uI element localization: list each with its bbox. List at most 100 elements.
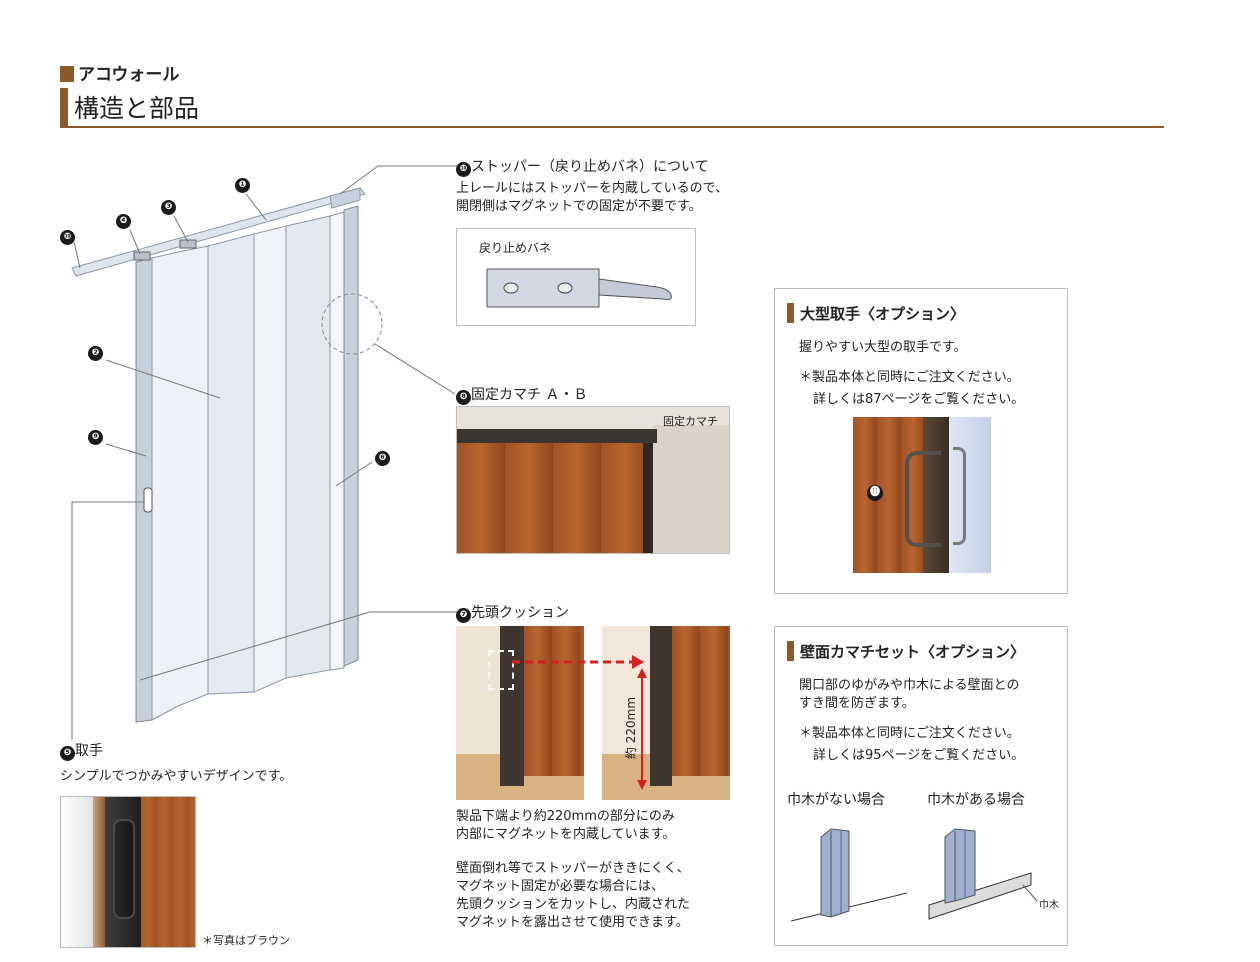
callout-1: ❶: [235, 178, 250, 193]
leader-1: [245, 193, 267, 221]
door-panel: [207, 233, 255, 695]
cushion-desc2: 内部にマグネットを内蔵しています。: [456, 827, 676, 842]
stopper-line2: 開閉側はマグネットでの固定が不要です。: [456, 199, 702, 214]
door-handle: [143, 487, 153, 513]
handle-description: シンプルでつかみやすいデザインです。: [60, 769, 293, 784]
handle-photo-wall: [61, 797, 93, 947]
handle-photo: [60, 796, 196, 948]
wall-stile-desc2: すき間を防ぎます。: [799, 696, 915, 711]
door-panel: [151, 245, 209, 721]
cushion-photo-right: [602, 626, 730, 800]
option-marker: [787, 641, 794, 661]
door-panel: [285, 215, 331, 679]
leader-7: [139, 611, 371, 681]
callout-10: ❿: [60, 230, 75, 245]
callout-6: ❻: [375, 451, 390, 466]
large-handle-frame: [923, 417, 949, 573]
cushion-desc1: 製品下端より約220mmの部分にのみ: [456, 809, 675, 824]
magnet-arrowhead: [632, 655, 644, 669]
option-marker: [787, 303, 794, 323]
cushion-note2: マグネット固定が必要な場合には、: [456, 879, 665, 894]
stopper-line1: 上レールにはストッパーを内蔵しているので、: [456, 181, 729, 196]
door-panel: [253, 225, 287, 693]
baseboard: [928, 872, 1032, 920]
cushion-dashed-box: [488, 650, 514, 690]
leader-6: [335, 461, 373, 487]
handle-photo-note: ＊写真はブラウン: [202, 934, 290, 947]
case-without-label: 巾木がない場合: [787, 792, 885, 808]
stopper-diagram: 戻り止めバネ: [456, 228, 696, 326]
large-handle-title: 大型取手〈オプション〉: [787, 303, 965, 324]
wall-stile-piece: [944, 828, 976, 904]
dimension-arrow-bottom: [637, 780, 647, 790]
large-handle-grip-rear: [953, 447, 966, 545]
callout-2: ❷: [88, 346, 103, 361]
title-marker: [60, 88, 68, 126]
wall-stile-piece: [820, 828, 850, 918]
large-handle-grip: [905, 451, 941, 547]
callout-4: ❹: [116, 214, 131, 229]
door-illustration: [71, 165, 460, 740]
hanger: [133, 251, 151, 261]
callout-11: ⓫: [867, 485, 883, 501]
large-handle-wall: [949, 417, 991, 573]
wall-stile-diagrams: [790, 828, 1038, 922]
leader-9: [105, 443, 147, 457]
callout-8: ❽: [456, 390, 471, 405]
fixed-stile-photo: 固定カマチ: [456, 406, 730, 554]
fixed-stile-wood: [457, 443, 653, 553]
cushion-wood-right: [672, 626, 730, 776]
stopper-diagram-label: 戻り止めバネ: [479, 241, 552, 255]
callout-3: ❸: [161, 200, 176, 215]
callout-5: ❺: [60, 746, 75, 761]
cushion-note1: 壁面倒れ等でストッパーがききにくく、: [456, 861, 690, 876]
cushion-frame-right: [650, 626, 672, 786]
door-panel: [329, 211, 345, 671]
callout-10-title: ❿: [456, 162, 471, 177]
wall-stile-note1: ＊製品本体と同時にご注文ください。: [799, 726, 1020, 741]
fixed-stile-rail: [457, 429, 657, 443]
leader-10b: [73, 241, 81, 269]
leader-2: [105, 359, 221, 399]
baseboard-leader: [1022, 884, 1038, 902]
cushion-note3: 先頭クッションをカットし、内蔵された: [456, 897, 691, 912]
leader-10: [339, 165, 460, 195]
cushion-photo-left: [456, 626, 584, 800]
dimension-arrow-top: [637, 668, 647, 678]
fixed-stile-wall: [653, 425, 729, 553]
large-handle-desc: 握りやすい大型の取手です。: [799, 340, 967, 355]
handle-photo-grip: [113, 819, 135, 919]
series-marker: [60, 66, 74, 82]
page-title: 構造と部品: [60, 88, 199, 126]
case-with-label: 巾木がある場合: [927, 792, 1025, 808]
hanger: [179, 239, 197, 249]
detail-circle: [321, 293, 383, 355]
handle-photo-stile: [93, 797, 105, 947]
leader-8: [374, 343, 456, 395]
fixed-stile-frame: [643, 443, 653, 553]
wall-stile-note2: 詳しくは95ページをご覧ください。: [813, 748, 1025, 763]
series-title: アコウォール: [60, 60, 179, 85]
large-handle-note2: 詳しくは87ページをご覧ください。: [813, 392, 1025, 407]
top-rail-end: [329, 187, 361, 209]
cushion-dimension: 約 220mm: [624, 696, 638, 760]
wall-stile-desc1: 開口部のゆがみや巾木による壁面との: [799, 678, 1020, 693]
wall-stile-title: 壁面カマチセット〈オプション〉: [787, 641, 1025, 662]
large-handle-note1: ＊製品本体と同時にご注文ください。: [799, 370, 1020, 385]
spring-plate: [486, 268, 672, 308]
large-handle-wood: [853, 417, 923, 573]
right-stile: [343, 205, 359, 667]
handle-photo-wood: [141, 797, 195, 947]
large-handle-panel: 大型取手〈オプション〉 握りやすい大型の取手です。 ＊製品本体と同時にご注文くだ…: [774, 288, 1068, 594]
cushion-wood-left: [524, 626, 584, 776]
header-rule: [60, 126, 1164, 128]
callout-7: ❼: [456, 608, 471, 623]
wall-stile-panel: 壁面カマチセット〈オプション〉 開口部のゆがみや巾木による壁面との すき間を防ぎ…: [774, 626, 1068, 946]
cushion-annotations: [512, 655, 647, 790]
cushion-note4: マグネットを露出させて使用できます。: [456, 915, 689, 930]
leader-5: [71, 501, 144, 740]
